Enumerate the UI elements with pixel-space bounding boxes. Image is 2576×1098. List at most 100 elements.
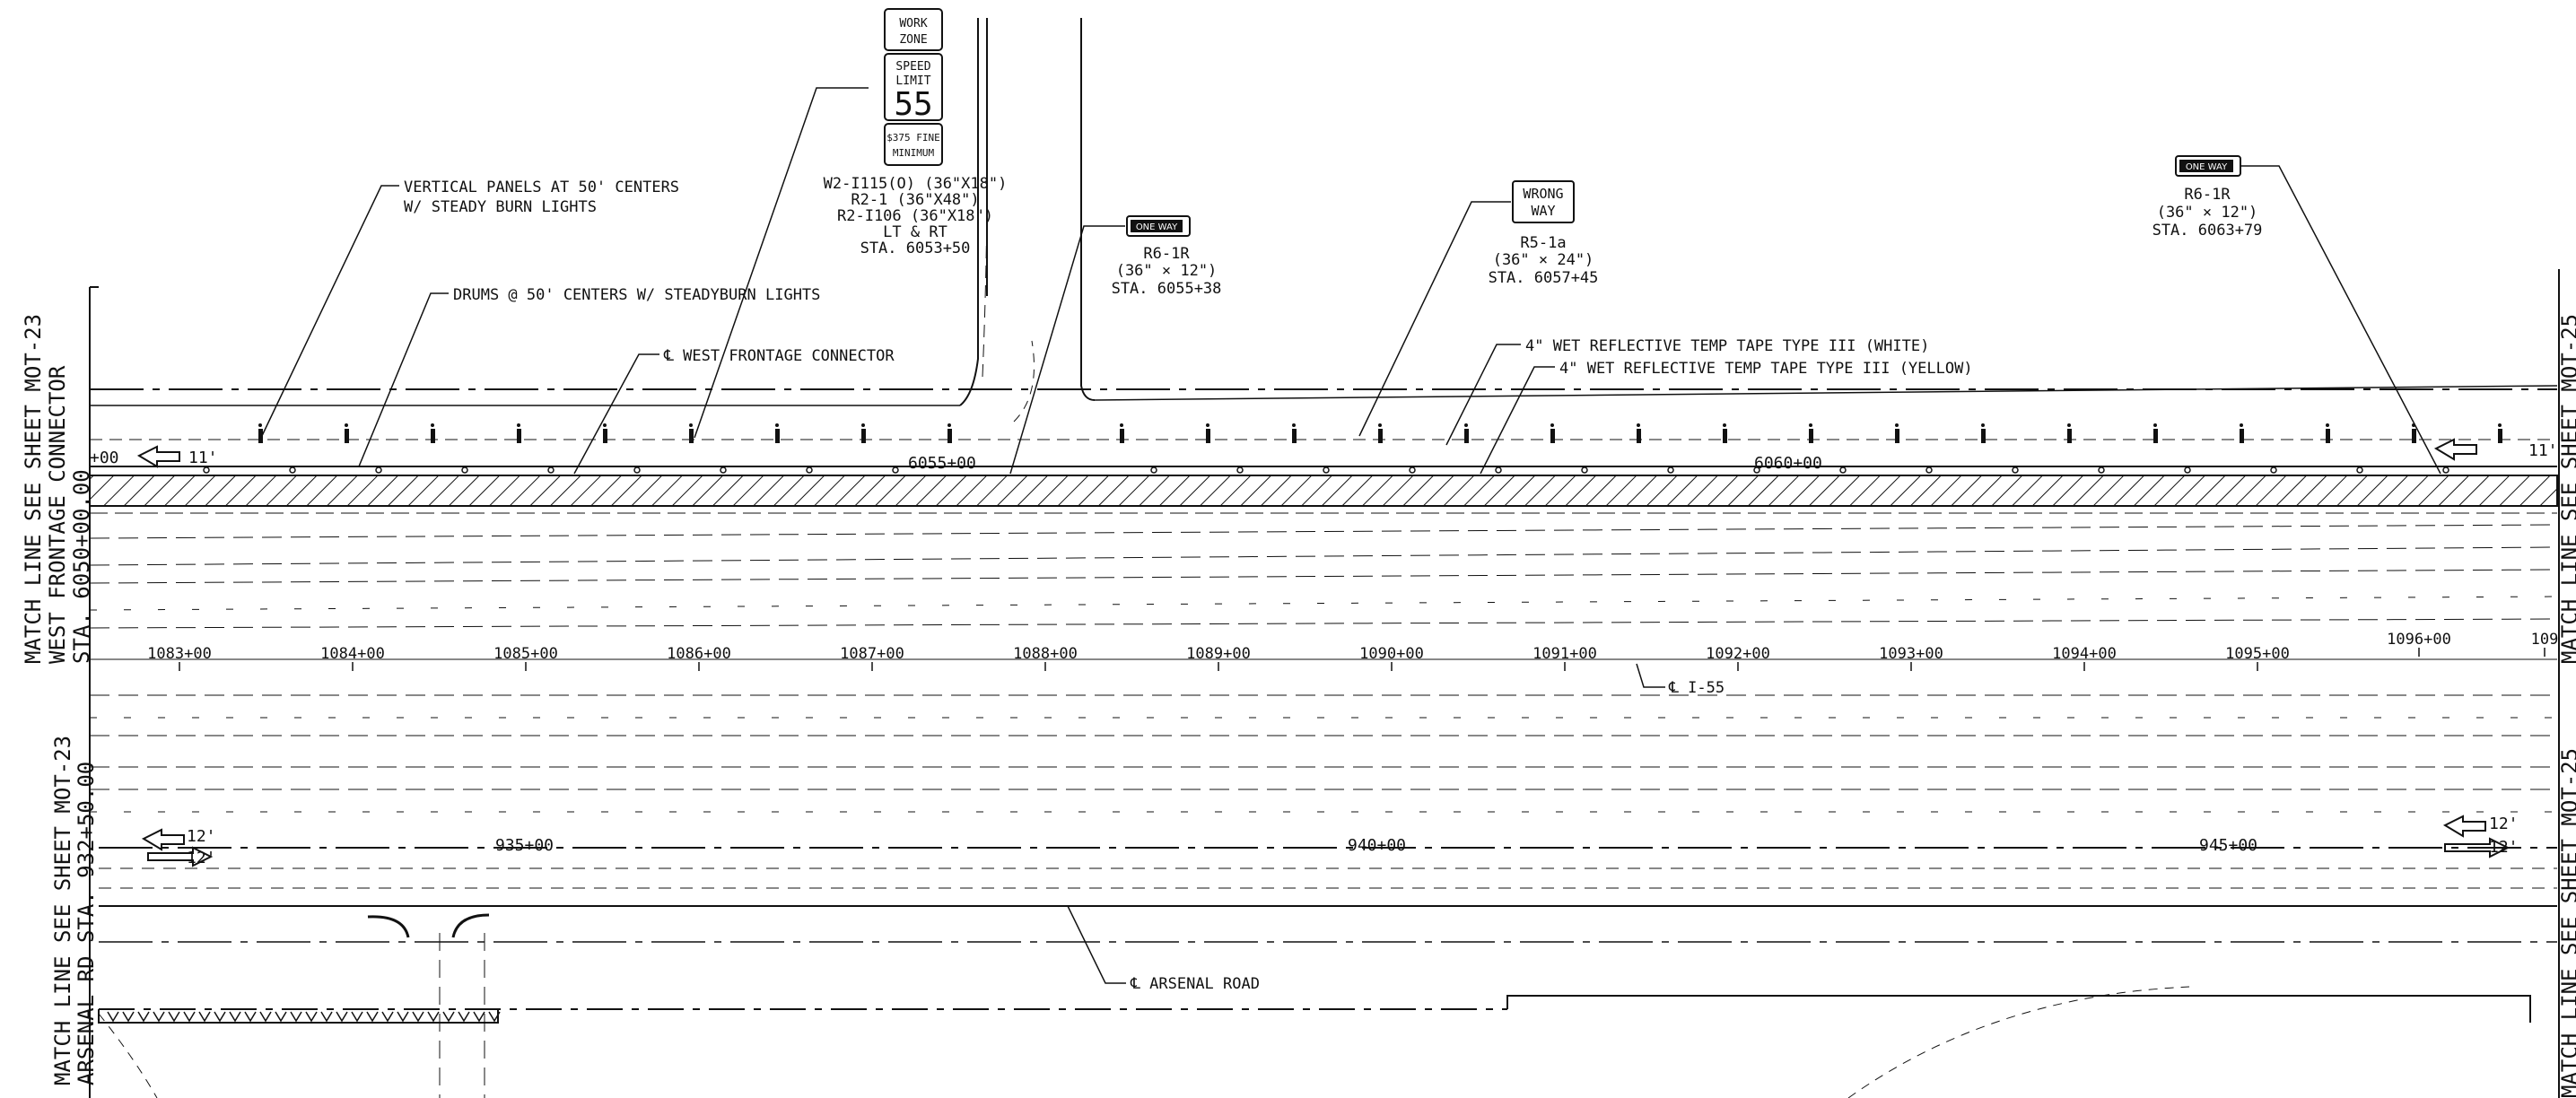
drum bbox=[633, 466, 641, 474]
svg-text:LIMIT: LIMIT bbox=[895, 74, 930, 88]
vertical-panel bbox=[689, 423, 694, 443]
vertical-panel bbox=[947, 423, 952, 443]
match-line-left-top-station: STA. 6050+00.00 bbox=[69, 469, 94, 664]
match-line-left-bottom-station: ARSENAL RD STA. 932+50.00 bbox=[74, 762, 99, 1085]
west-frontage-centerline-callout: ℄ WEST FRONTAGE CONNECTOR bbox=[663, 347, 895, 365]
vertical-panel bbox=[345, 423, 349, 443]
drum bbox=[203, 466, 210, 474]
match-line-right-top-label: MATCH LINE SEE SHEET MOT-25 bbox=[2557, 314, 2576, 664]
drum bbox=[1495, 466, 1502, 474]
fine-sign bbox=[884, 123, 943, 166]
drum bbox=[2184, 466, 2191, 474]
one-way-sign-assembly-2: ONE WAY R6-1R (36" × 12") STA. 6063+79 bbox=[2152, 155, 2441, 475]
vertical-panel bbox=[2240, 423, 2244, 443]
svg-text:LT & RT: LT & RT bbox=[883, 223, 947, 241]
barrier-segment bbox=[366, 1011, 379, 1023]
svg-text:W/ STEADY BURN LIGHTS: W/ STEADY BURN LIGHTS bbox=[404, 198, 597, 216]
i55-station-label: 1091+00 bbox=[1533, 645, 1597, 663]
barrier-segment bbox=[412, 1011, 424, 1023]
arsenal-arrow-left-2 bbox=[2442, 815, 2486, 838]
i55-lane-line bbox=[89, 546, 2558, 566]
barrier-segment bbox=[351, 1011, 363, 1023]
barrier-segment bbox=[168, 1011, 180, 1023]
drum bbox=[2442, 466, 2449, 474]
i55-station-label: 1083+00 bbox=[147, 645, 212, 663]
lane-extension bbox=[982, 179, 988, 378]
arsenal-station-label: 935+00 bbox=[495, 836, 554, 855]
svg-text:W2-I115(O) (36"X18"): W2-I115(O) (36"X18") bbox=[824, 175, 1008, 193]
barrier-segment bbox=[488, 1011, 501, 1023]
vertical-panel bbox=[431, 423, 435, 443]
barrier-segment bbox=[320, 1011, 333, 1023]
barrier-segment bbox=[397, 1011, 409, 1023]
intersection-curb-right bbox=[1080, 18, 1096, 401]
vertical-panel bbox=[1981, 423, 1986, 443]
vertical-panel bbox=[1206, 423, 1210, 443]
svg-text:WAY: WAY bbox=[1531, 203, 1555, 219]
intersection-curb-left bbox=[959, 18, 979, 406]
drum bbox=[461, 466, 468, 474]
i55-station-label: 109 bbox=[2531, 631, 2559, 649]
frontage-direction-arrow-right bbox=[2433, 438, 2477, 461]
drum bbox=[806, 466, 813, 474]
arsenal-lane-width: 12' bbox=[187, 827, 216, 846]
sign-1-leader bbox=[694, 87, 869, 439]
barrier-segment bbox=[229, 1011, 241, 1023]
drum bbox=[2098, 466, 2105, 474]
one-way-plate: ONE WAY bbox=[2186, 162, 2228, 172]
svg-text:R6-1R: R6-1R bbox=[1143, 245, 1190, 263]
vertical-panel bbox=[1809, 423, 1813, 443]
drum bbox=[1150, 466, 1157, 474]
yellow-tape-callout: 4" WET REFLECTIVE TEMP TAPE TYPE III (YE… bbox=[1559, 360, 1973, 378]
frontage-station-partial: +00 bbox=[90, 449, 119, 467]
speed-limit-sign bbox=[884, 53, 943, 121]
drum bbox=[1236, 466, 1244, 474]
match-lines: MATCH LINE SEE SHEET MOT-23 WEST FRONTAG… bbox=[21, 269, 2576, 1098]
vertical-panel bbox=[258, 423, 263, 443]
barrier-segment bbox=[183, 1011, 196, 1023]
arsenal-arrow-right-1 bbox=[147, 846, 214, 867]
barrier-segment bbox=[198, 1011, 211, 1023]
barrier-segment bbox=[107, 1011, 119, 1023]
drum bbox=[2270, 466, 2277, 474]
arsenal-arrow-left-1 bbox=[141, 828, 185, 851]
svg-text:R2-1 (36"X48"): R2-1 (36"X48") bbox=[851, 191, 979, 209]
arsenal-station-label: 940+00 bbox=[1348, 836, 1406, 855]
hatched-median bbox=[89, 475, 2558, 507]
curve-line bbox=[1847, 986, 2190, 1098]
i55-station-label: 1096+00 bbox=[2387, 631, 2451, 649]
barrier-segment bbox=[214, 1011, 226, 1023]
vertical-panel bbox=[775, 423, 780, 443]
i55-lane-line bbox=[89, 524, 2558, 539]
white-tape-callout: 4" WET REFLECTIVE TEMP TAPE TYPE III (WH… bbox=[1525, 337, 1929, 355]
speed-value: 55 bbox=[894, 86, 932, 123]
svg-text:$375 FINE: $375 FINE bbox=[886, 132, 940, 144]
wrong-way-sign-assembly: WRONG WAY R5-1a (36" × 24") STA. 6057+45 bbox=[1358, 180, 1599, 437]
drum bbox=[547, 466, 554, 474]
i55-station-label: 1095+00 bbox=[2225, 645, 2290, 663]
callouts: VERTICAL PANELS AT 50' CENTERS W/ STEADY… bbox=[259, 179, 1973, 993]
drum bbox=[720, 466, 727, 474]
vertical-panel bbox=[1292, 423, 1297, 443]
frontage-station-label: 6060+00 bbox=[1754, 454, 1822, 473]
svg-text:(36" × 12"): (36" × 12") bbox=[1116, 262, 1218, 280]
svg-text:ZONE: ZONE bbox=[899, 33, 927, 47]
svg-text:WORK: WORK bbox=[899, 17, 927, 30]
drums-callout: DRUMS @ 50' CENTERS W/ STEADYBURN LIGHTS bbox=[453, 286, 820, 304]
arsenal-roadway: 12' 12' 12' 12' 935+00 940+00 945+00 bbox=[98, 815, 2557, 1098]
speed-limit-sign-assembly: WORK ZONE SPEED LIMIT 55 $375 FINE MINIM… bbox=[694, 8, 1008, 439]
driveway-curb bbox=[451, 913, 490, 938]
barrier-segment bbox=[122, 1011, 135, 1023]
match-line-left-top-label: MATCH LINE SEE SHEET MOT-23 bbox=[21, 314, 46, 664]
barrier-segment bbox=[427, 1011, 440, 1023]
driveway-curb bbox=[367, 915, 410, 938]
drum bbox=[1409, 466, 1416, 474]
vertical-panel bbox=[603, 423, 607, 443]
svg-text:(36" × 24"): (36" × 24") bbox=[1493, 251, 1594, 269]
svg-text:STA. 6057+45: STA. 6057+45 bbox=[1489, 269, 1599, 287]
i55-centerline-callout: ℄ I-55 bbox=[1668, 679, 1725, 697]
svg-text:(36" × 12"): (36" × 12") bbox=[2157, 204, 2258, 222]
match-line-left-bottom-label: MATCH LINE SEE SHEET MOT-23 bbox=[50, 736, 75, 1085]
vertical-panel bbox=[1723, 423, 1727, 443]
